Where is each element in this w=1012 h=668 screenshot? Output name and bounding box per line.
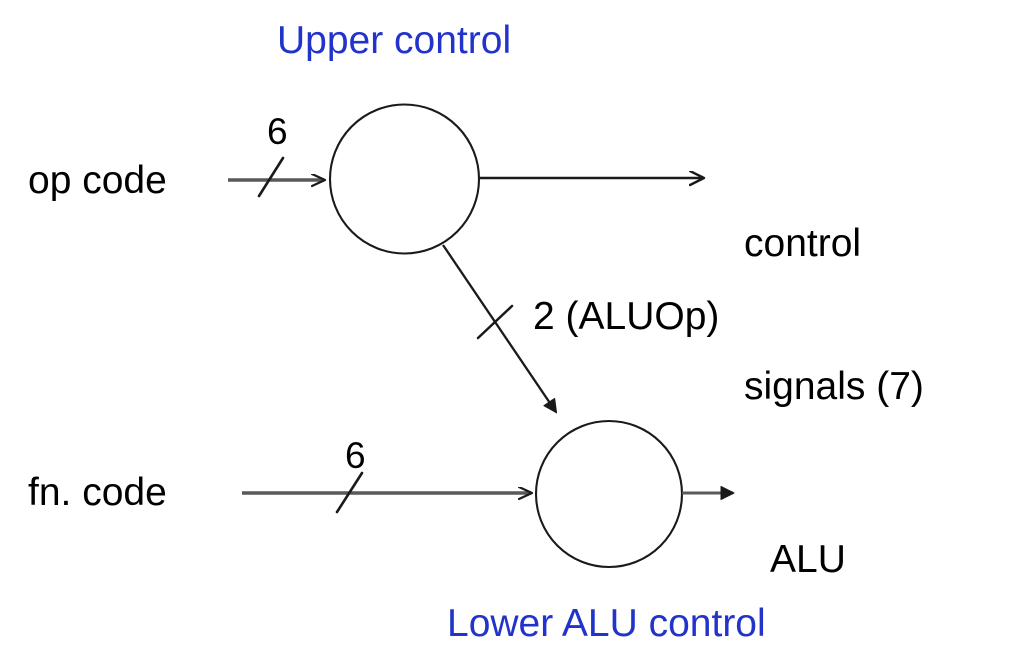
upper-control-title: Upper control [277,19,512,62]
aluop-arrow [442,244,558,414]
control-signals-line1: control [744,222,862,266]
lower-alu-control-title: Lower ALU control [447,602,766,645]
lower-alu-control-node [534,419,684,569]
aluop-label: 2 (ALUOp) [533,295,720,338]
upper-control-node [328,103,481,255]
control-signals-line2: signals (7) [744,364,924,408]
op-code-bit-width-label: 6 [267,111,288,152]
alu-control-label: ALU control (4) [770,441,946,668]
control-signals-label: control signals (7) [744,125,924,506]
aluop-width-slash [476,304,514,340]
opcode-width-slash [257,156,285,198]
fncode-width-slash [335,471,364,514]
fn-code-label: fn. code [28,471,167,514]
alu-control-line1: ALU [770,538,846,582]
op-code-label: op code [28,159,167,202]
fn-code-bit-width-label: 6 [345,435,366,476]
